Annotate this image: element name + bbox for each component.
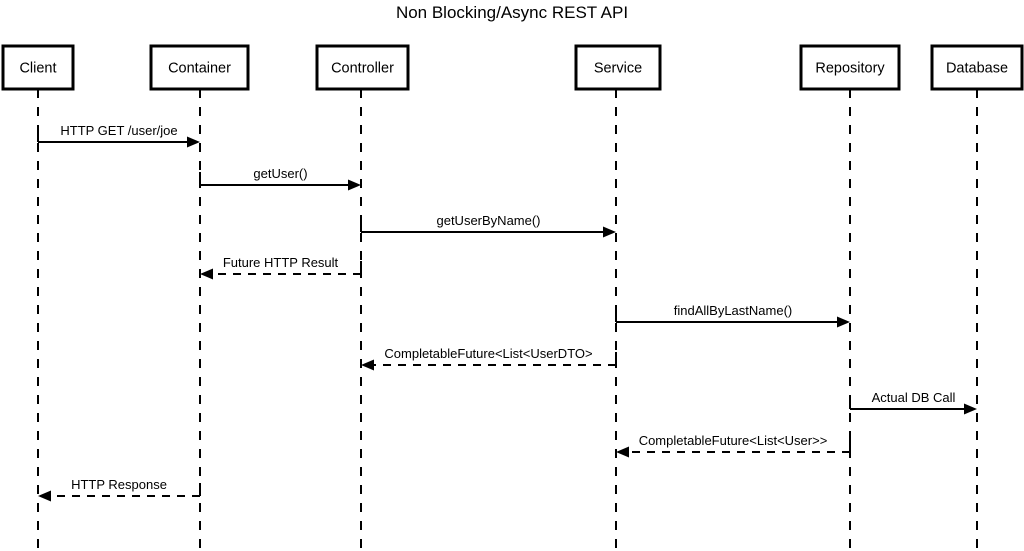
message-arrowhead: [964, 403, 977, 415]
participant-label-service: Service: [594, 60, 642, 76]
message-label: Future HTTP Result: [223, 255, 339, 270]
participant-service[interactable]: Service: [574, 44, 662, 91]
message-5[interactable]: findAllByLastName(): [615, 303, 850, 328]
participant-label-repository: Repository: [815, 60, 885, 76]
message-1[interactable]: HTTP GET /user/joe: [37, 123, 200, 148]
participant-box-database: [930, 44, 1024, 91]
message-2[interactable]: getUser(): [199, 166, 361, 191]
message-label: CompletableFuture<List<UserDTO>: [384, 346, 592, 361]
participant-box-service: [574, 44, 662, 91]
message-arrowhead: [200, 268, 213, 280]
message-arrowhead: [348, 179, 361, 191]
message-arrowhead: [187, 136, 200, 148]
page-title: Non Blocking/Async REST API: [395, 3, 629, 22]
participant-label-client: Client: [19, 60, 56, 76]
message-6[interactable]: CompletableFuture<List<UserDTO>: [361, 346, 617, 371]
participant-label-container: Container: [168, 60, 231, 76]
message-8[interactable]: CompletableFuture<List<User>>: [616, 433, 851, 458]
messages-layer: HTTP GET /user/joe getUser() getUserByName…: [37, 123, 977, 502]
participants-layer: Client Container Controller Service Reposito…: [1, 44, 1024, 91]
participant-client[interactable]: Client: [1, 44, 75, 91]
message-arrowhead: [616, 446, 629, 458]
message-label: getUserByName(): [436, 213, 540, 228]
message-label: getUser(): [253, 166, 307, 181]
participant-repository[interactable]: Repository: [799, 44, 901, 91]
message-3[interactable]: getUserByName(): [360, 213, 616, 238]
participant-box-repository: [799, 44, 901, 91]
message-7[interactable]: Actual DB Call: [849, 390, 977, 415]
participant-controller[interactable]: Controller: [315, 44, 410, 91]
message-9[interactable]: HTTP Response: [38, 477, 201, 502]
participant-database[interactable]: Database: [930, 44, 1024, 91]
message-arrowhead: [837, 316, 850, 328]
participant-box-container: [149, 44, 250, 91]
participant-label-database: Database: [946, 60, 1008, 76]
lifelines-layer: [37, 89, 978, 551]
participant-box-client: [1, 44, 75, 91]
message-arrowhead: [38, 490, 51, 502]
message-label: HTTP GET /user/joe: [60, 123, 177, 138]
message-4[interactable]: Future HTTP Result: [200, 255, 362, 280]
message-label: CompletableFuture<List<User>>: [639, 433, 828, 448]
message-label: findAllByLastName(): [674, 303, 793, 318]
message-arrowhead: [603, 226, 616, 238]
participant-container[interactable]: Container: [149, 44, 250, 91]
message-label: Actual DB Call: [872, 390, 956, 405]
participant-box-controller: [315, 44, 410, 91]
message-arrowhead: [361, 359, 374, 371]
participant-label-controller: Controller: [331, 60, 394, 76]
message-label: HTTP Response: [71, 477, 167, 492]
